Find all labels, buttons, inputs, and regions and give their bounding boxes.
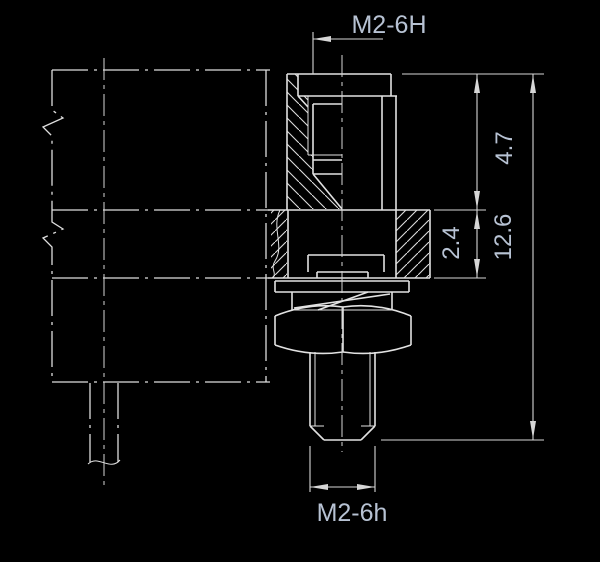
washer-split-line [317, 291, 369, 311]
bottom-thread-text: M2-6h [317, 499, 388, 527]
screw-stud [309, 352, 376, 441]
dim-2-4-text: 2.4 [438, 226, 465, 259]
label-top-thread: M2-6H [312, 11, 427, 74]
dim-12-6-text: 12.6 [490, 214, 517, 261]
hex-nut [274, 304, 412, 355]
pin-leads [87, 58, 121, 488]
tip-chamfer [309, 425, 325, 441]
panel-section [268, 209, 431, 279]
dimension-4-7: 4.7 [402, 73, 544, 211]
dim-4-7-text: 4.7 [491, 131, 518, 164]
leader-arrow [313, 36, 331, 42]
housing-left-edge-with-breaks [41, 70, 65, 382]
tip-chamfer [360, 425, 376, 441]
thread-chamfer [297, 95, 309, 108]
dimension-12-6: 12.6 [381, 74, 544, 441]
top-thread-text: M2-6H [351, 11, 426, 39]
threaded-insert-section [286, 73, 397, 278]
drill-point-line [312, 173, 343, 210]
panel-break-line [272, 209, 281, 279]
label-bottom-thread: M2-6h [309, 446, 388, 527]
phantom-housing-outline [41, 69, 270, 383]
dimension-2-4: 2.4 [434, 210, 486, 279]
